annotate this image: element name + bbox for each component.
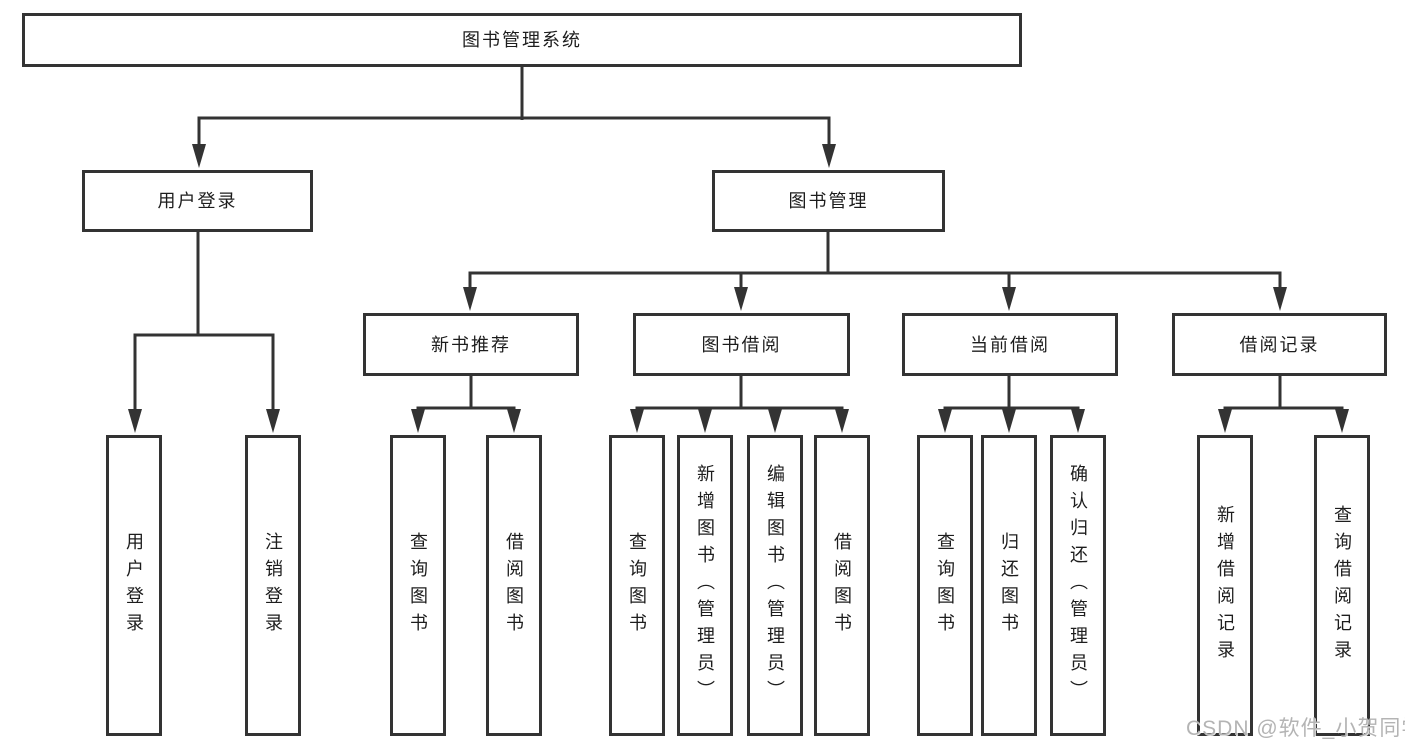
leaf-borrow-add-books-admin: 新增图书（管理员） [677, 435, 733, 736]
node-current-borrow: 当前借阅 [902, 313, 1118, 376]
leaf-current-query-books: 查询图书 [917, 435, 973, 736]
leaf-borrow-query-books: 查询图书 [609, 435, 665, 736]
node-book-borrow: 图书借阅 [633, 313, 850, 376]
node-new-book-recommend: 新书推荐 [363, 313, 579, 376]
leaf-records-add-record: 新增借阅记录 [1197, 435, 1253, 736]
leaf-borrow-borrow-books: 借阅图书 [814, 435, 870, 736]
leaf-current-confirm-return-admin: 确认归还（管理员） [1050, 435, 1106, 736]
leaf-current-return-books: 归还图书 [981, 435, 1037, 736]
node-root-system: 图书管理系统 [22, 13, 1022, 67]
leaf-user-login: 用户登录 [106, 435, 162, 736]
node-book-management: 图书管理 [712, 170, 945, 232]
node-borrow-records: 借阅记录 [1172, 313, 1387, 376]
leaf-recommend-query-books: 查询图书 [390, 435, 446, 736]
leaf-recommend-borrow-books: 借阅图书 [486, 435, 542, 736]
leaf-logout: 注销登录 [245, 435, 301, 736]
leaf-borrow-edit-books-admin: 编辑图书（管理员） [747, 435, 803, 736]
csdn-watermark: CSDN @软件_小贺同学 [1186, 717, 1405, 740]
node-user-login: 用户登录 [82, 170, 313, 232]
arrowheads [128, 144, 1349, 433]
leaf-records-query-record: 查询借阅记录 [1314, 435, 1370, 736]
